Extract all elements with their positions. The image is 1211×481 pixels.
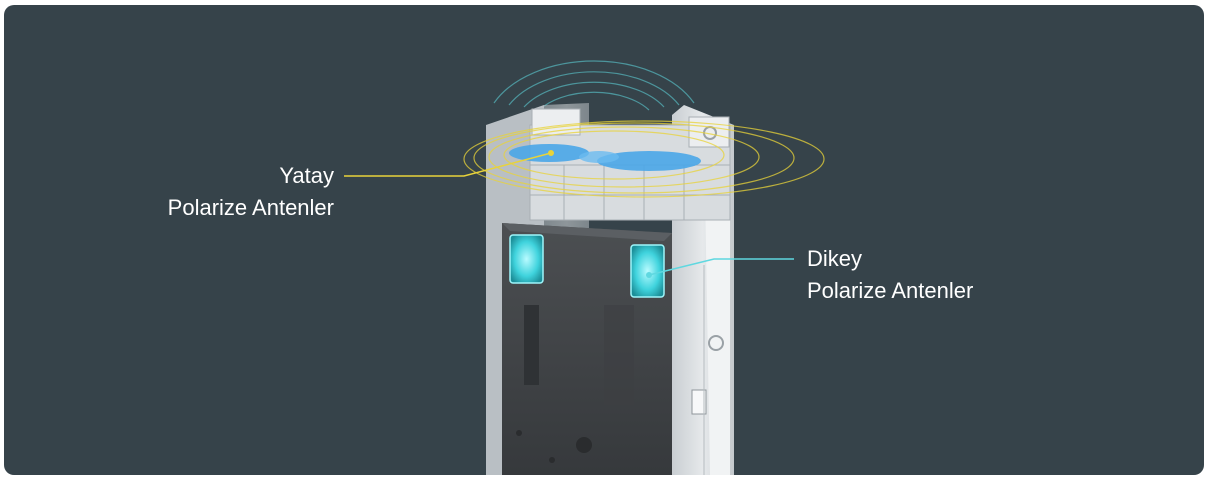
- horizontal-antenna-label-line2: Polarize Antenler: [168, 192, 334, 224]
- horizontal-antenna-label: Yatay Polarize Antenler: [168, 160, 334, 224]
- antenna-illustration-panel: Yatay Polarize Antenler Dikey Polarize A…: [4, 5, 1204, 475]
- horizontal-antenna-label-line1: Yatay: [168, 160, 334, 192]
- vertical-antenna-label-line1: Dikey: [807, 243, 973, 275]
- vertical-antenna-label-line2: Polarize Antenler: [807, 275, 973, 307]
- device-cutaway-illustration: [4, 5, 1204, 475]
- vertical-antenna-label: Dikey Polarize Antenler: [807, 243, 973, 307]
